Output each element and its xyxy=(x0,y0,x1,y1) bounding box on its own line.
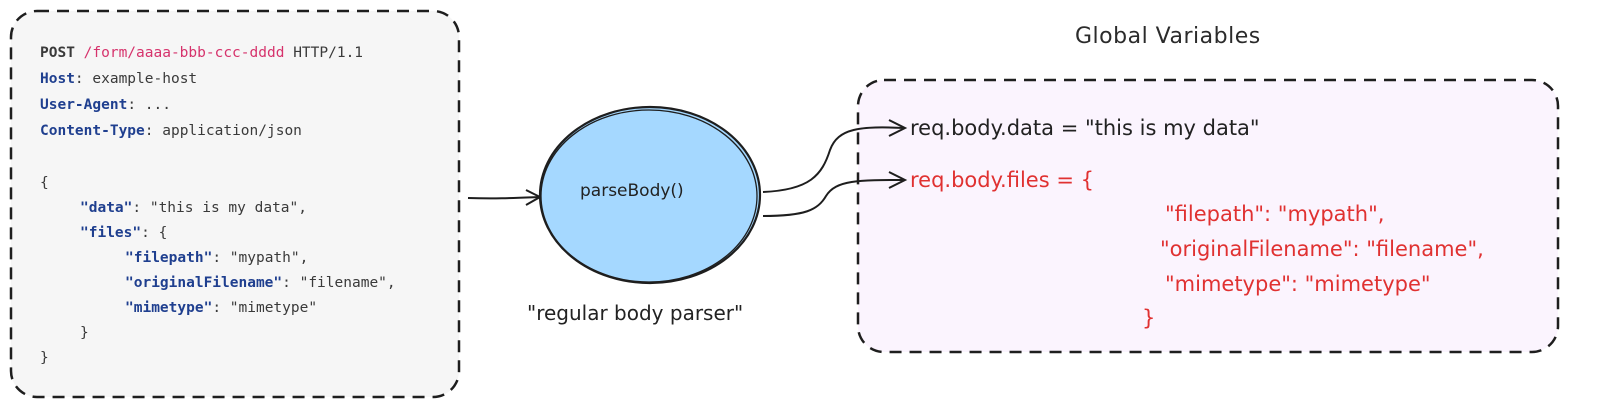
header-value: application/json xyxy=(162,123,302,139)
json-key-mimetype: "mimetype" xyxy=(125,300,213,316)
body-open-brace: { xyxy=(40,175,49,191)
header-value: ... xyxy=(144,97,171,113)
header-key: Host xyxy=(40,71,75,87)
body-files-line: "files": { xyxy=(80,225,167,241)
global-files-mimetype: "mimetype": "mimetype" xyxy=(1165,272,1431,296)
header-key: User-Agent xyxy=(40,97,128,113)
arrow-parser-to-files xyxy=(762,171,908,217)
body-original-filename-line: "originalFilename": "filename", xyxy=(125,275,396,291)
body-mimetype-line: "mimetype": "mimetype" xyxy=(125,300,317,316)
http-protocol: HTTP/1.1 xyxy=(293,45,364,61)
json-val-data: : "this is my data", xyxy=(132,200,307,216)
json-key-data: "data" xyxy=(80,200,133,216)
header-sep: : xyxy=(127,97,145,113)
global-body-files: req.body.files = { xyxy=(910,168,1094,192)
header-sep: : xyxy=(74,71,93,87)
header-value: example-host xyxy=(92,71,198,87)
json-val-filepath: : "mypath", xyxy=(212,250,309,266)
globals-panel xyxy=(856,78,1560,354)
body-close-brace: } xyxy=(40,350,49,366)
body-data-line: "data": "this is my data", xyxy=(80,200,307,216)
request-path: /form/aaaa-bbb-ccc-dddd xyxy=(83,45,285,61)
header-user-agent: User-Agent: ... xyxy=(40,97,171,113)
header-sep: : xyxy=(144,123,163,139)
header-key: Content-Type xyxy=(40,123,145,139)
global-body-data: req.body.data = "this is my data" xyxy=(910,116,1260,140)
body-files-close: } xyxy=(80,325,89,341)
body-filepath-line: "filepath": "mypath", xyxy=(125,250,308,266)
arrow-parser-to-data xyxy=(762,119,908,193)
http-method: POST xyxy=(40,45,75,61)
request-line: POST /form/aaaa-bbb-ccc-dddd HTTP/1.1 xyxy=(40,45,363,61)
json-key-files: "files" xyxy=(80,225,142,241)
header-host: Host: example-host xyxy=(40,71,197,87)
json-files-open: : { xyxy=(141,225,168,241)
parse-body-function: parseBody() xyxy=(580,181,684,201)
globals-title: Global Variables xyxy=(1075,24,1261,49)
arrow-request-to-parser xyxy=(467,189,543,206)
header-content-type: Content-Type: application/json xyxy=(40,123,302,139)
request-box xyxy=(9,9,461,399)
global-files-filepath: "filepath": "mypath", xyxy=(1165,202,1385,226)
global-files-original-filename: "originalFilename": "filename", xyxy=(1160,237,1484,261)
json-val-original-filename: : "filename", xyxy=(282,275,396,291)
global-files-close: } xyxy=(1142,306,1156,330)
parser-circle xyxy=(538,105,762,285)
parser-caption: "regular body parser" xyxy=(527,301,744,325)
json-key-original-filename: "originalFilename" xyxy=(125,275,283,291)
json-key-filepath: "filepath" xyxy=(125,250,213,266)
json-val-mimetype: : "mimetype" xyxy=(212,300,318,316)
